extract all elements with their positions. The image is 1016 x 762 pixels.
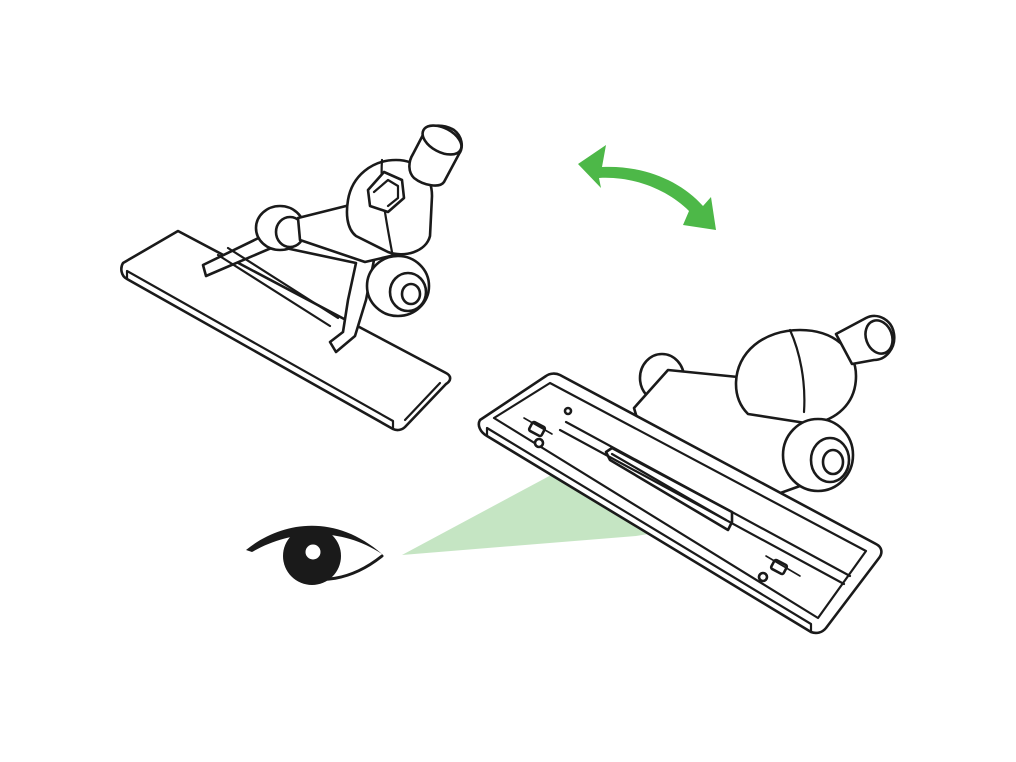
floor-tool-top-plate-edge [125, 269, 395, 431]
floor-tool-under-roller-left [523, 406, 573, 449]
floor-tool-under-roller-right [757, 555, 801, 583]
floor-tool-under-tube-opening [864, 319, 894, 355]
floor-tool-under-joint [734, 328, 858, 426]
roller-left-pin [563, 406, 573, 416]
floor-tool-top-wand-opening [421, 124, 463, 156]
roller-left-screw [533, 437, 545, 449]
floor-tool-top-plate [120, 229, 452, 432]
roller-right-screw [757, 571, 769, 583]
eye-upper-lid [246, 525, 382, 554]
floor-tool-top-right-wheel-center [400, 282, 422, 306]
floor-tool-underside-view [477, 314, 896, 635]
roller-right-body [769, 558, 789, 576]
eye-icon [246, 525, 384, 585]
floor-tool-under-plate-rim [492, 381, 868, 620]
floor-tool-top-plate-lip [403, 381, 442, 422]
roller-left-body [527, 420, 547, 438]
floor-tool-under-plate-edge [485, 426, 813, 634]
eye-highlight [305, 544, 321, 560]
floor-tool-top-view [120, 124, 464, 432]
rotate-arrow-shape [578, 145, 716, 230]
floor-tool-top-frame-inner [216, 246, 340, 328]
rotate-double-arrow-icon [578, 145, 716, 230]
floor-tool-under-front-wheel-center [821, 448, 845, 476]
floor-tool-top-release-button-face [372, 178, 400, 208]
floor-tool-under-joint-band [788, 328, 806, 414]
floor-tool-top-release-button [366, 170, 406, 214]
floor-tool-under-brush-strip [558, 420, 852, 586]
roller-right-axle [765, 555, 801, 577]
roller-left-axle [523, 417, 553, 435]
